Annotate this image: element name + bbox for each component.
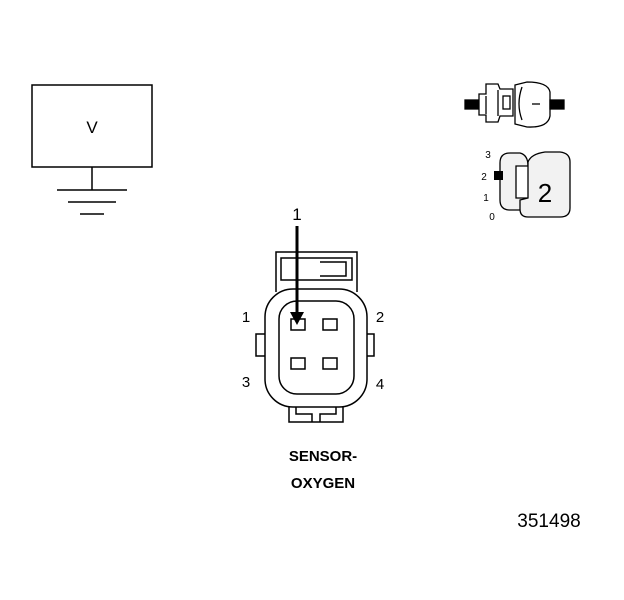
selector-mark [494,171,503,180]
voltmeter-symbol: V [31,84,153,215]
probe-position-0: 0 [489,212,495,223]
pin-label-2: 2 [376,309,384,326]
oxygen-sensor-connector [255,251,375,423]
probe-number: 2 [538,178,552,208]
rotary-probe-icon [494,151,571,218]
connector-caption-line1: SENSOR- [289,448,357,465]
terminal-3 [290,357,306,370]
callout-arrow [290,226,304,325]
pin-label-3: 3 [242,374,250,391]
pin-label-4: 4 [376,376,384,393]
connector-caption-line2: OXYGEN [291,475,355,492]
probe-position-3: 3 [485,150,491,161]
callout-number: 1 [292,205,301,224]
voltmeter-label: V [86,118,98,137]
pin-label-1: 1 [242,309,250,326]
probe-position-2: 2 [481,172,487,183]
back-probe-icon [464,81,565,128]
figure-id: 351498 [517,511,580,532]
probe-position-1: 1 [483,193,489,204]
arrow-head-icon [290,312,304,325]
ground-icon [57,189,127,215]
connector-face [278,300,355,395]
terminal-2 [322,318,338,331]
terminal-4 [322,357,338,370]
